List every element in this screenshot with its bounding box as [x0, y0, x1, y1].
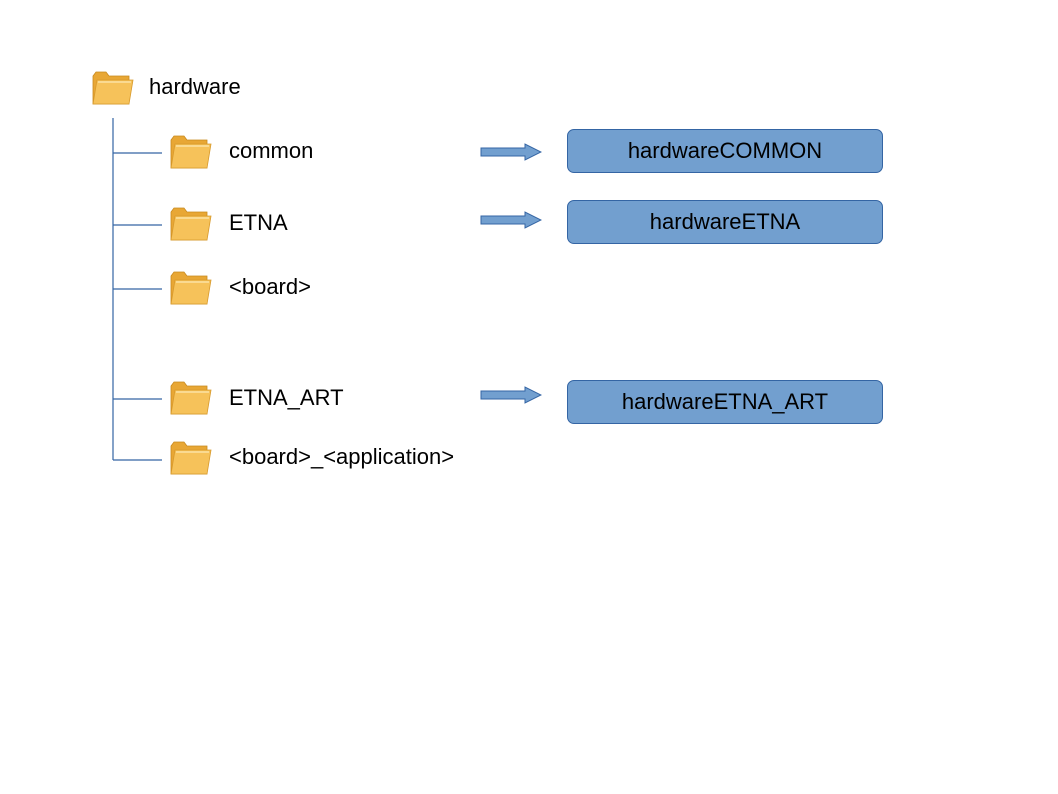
- folder-label-common[interactable]: common: [229, 138, 314, 163]
- target-box-hardware-etna[interactable]: hardwareETNA: [567, 200, 883, 244]
- folder-icon: [167, 268, 215, 308]
- folder-label-board[interactable]: <board>: [229, 274, 311, 299]
- arrow-right-icon: [480, 211, 542, 229]
- target-box-label: hardwareCOMMON: [627, 138, 823, 163]
- folder-label-board-application[interactable]: <board>_<application>: [229, 444, 455, 469]
- folder-icon: [89, 68, 137, 108]
- target-box-hardware-common[interactable]: hardwareCOMMON: [567, 129, 883, 173]
- target-box-label: hardwareETNA: [649, 209, 801, 234]
- folder-icon: [167, 204, 215, 244]
- folder-icon: [167, 438, 215, 478]
- folder-icon: [167, 378, 215, 418]
- target-box-label: hardwareETNA_ART: [621, 389, 829, 414]
- target-box-hardware-etna-art[interactable]: hardwareETNA_ART: [567, 380, 883, 424]
- arrow-right-icon: [480, 386, 542, 404]
- root-folder-label[interactable]: hardware: [149, 74, 241, 99]
- folder-label-etna[interactable]: ETNA: [229, 210, 288, 235]
- arrow-right-icon: [480, 143, 542, 161]
- folder-icon: [167, 132, 215, 172]
- folder-label-etna-art[interactable]: ETNA_ART: [229, 385, 344, 410]
